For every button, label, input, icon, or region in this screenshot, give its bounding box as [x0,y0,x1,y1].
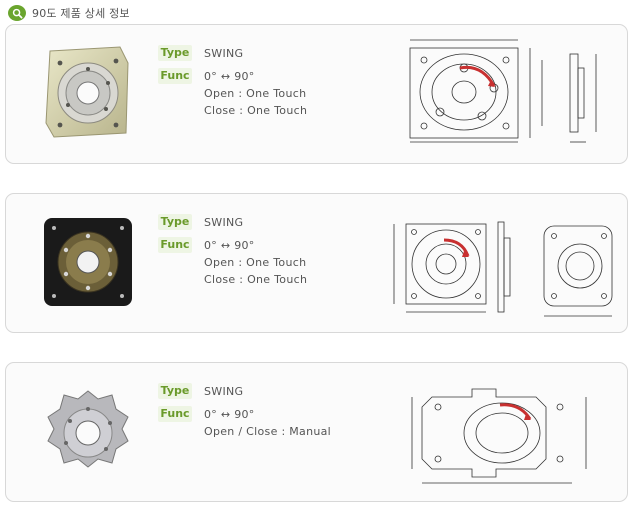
func-line: 0° ↔ 90° [204,70,255,83]
product-specs: Type SWING Func 0° ↔ 90° Open : One Touch… [158,45,348,125]
func-line: Open / Close : Manual [204,425,332,438]
func-badge: Func [158,406,192,422]
type-value: SWING [204,385,244,398]
func-line: Close : One Touch [204,104,308,117]
product-photo [44,218,132,306]
type-badge: Type [158,214,192,230]
func-line: Close : One Touch [204,273,308,286]
func-badge: Func [158,68,192,84]
technical-drawing [409,39,597,143]
technical-drawing [393,221,613,317]
page-title: 90도 제품 상세 정보 [32,7,130,20]
type-badge: Type [158,45,192,61]
section-header: 90도 제품 상세 정보 [8,3,130,23]
func-line: 0° ↔ 90° [204,239,255,252]
product-specs: Type SWING Func 0° ↔ 90° Open : One Touch… [158,214,348,294]
chat-bubble-icon [8,5,26,21]
product-photo [45,46,129,138]
technical-drawing [411,388,587,484]
product-specs: Type SWING Func 0° ↔ 90° Open / Close : M… [158,383,348,446]
type-value: SWING [204,216,244,229]
func-line: 0° ↔ 90° [204,408,255,421]
func-badge: Func [158,237,192,253]
type-badge: Type [158,383,192,399]
product-card-3: Type SWING Func 0° ↔ 90° Open / Close : M… [5,362,628,502]
product-photo [47,390,129,468]
func-line: Open : One Touch [204,87,307,100]
func-line: Open : One Touch [204,256,307,269]
type-value: SWING [204,47,244,60]
product-card-2: Type SWING Func 0° ↔ 90° Open : One Touch… [5,193,628,333]
product-card-1: Type SWING Func 0° ↔ 90° Open : One Touch… [5,24,628,164]
